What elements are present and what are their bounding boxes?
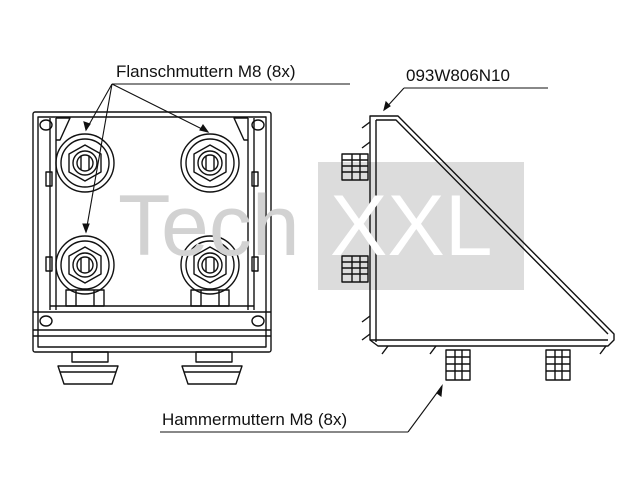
flange-nut-top-left (55, 133, 115, 193)
hammer-nut-front-right (181, 351, 243, 385)
leader-lines (82, 83, 548, 433)
side-hammer-nut-bottom-left (445, 349, 471, 381)
watermark-text-xxl: XXL (330, 178, 493, 274)
hammer-nut-front-left (57, 351, 119, 385)
label-hammer-nuts: Hammermuttern M8 (8x) (162, 410, 348, 429)
flange-nut-bottom-left (55, 235, 115, 307)
side-hammer-nut-lower (341, 255, 369, 283)
label-flange-nuts: Flanschmuttern M8 (8x) (116, 62, 296, 81)
flange-nut-bottom-right (180, 235, 240, 307)
watermark-text-tech: Tech (118, 178, 300, 274)
flange-nut-top-right (180, 133, 240, 193)
label-part-number: 093W806N10 (406, 66, 510, 85)
side-hammer-nut-bottom-right (545, 349, 571, 381)
side-hammer-nut-upper (341, 153, 369, 181)
side-view-bracket (361, 115, 615, 355)
